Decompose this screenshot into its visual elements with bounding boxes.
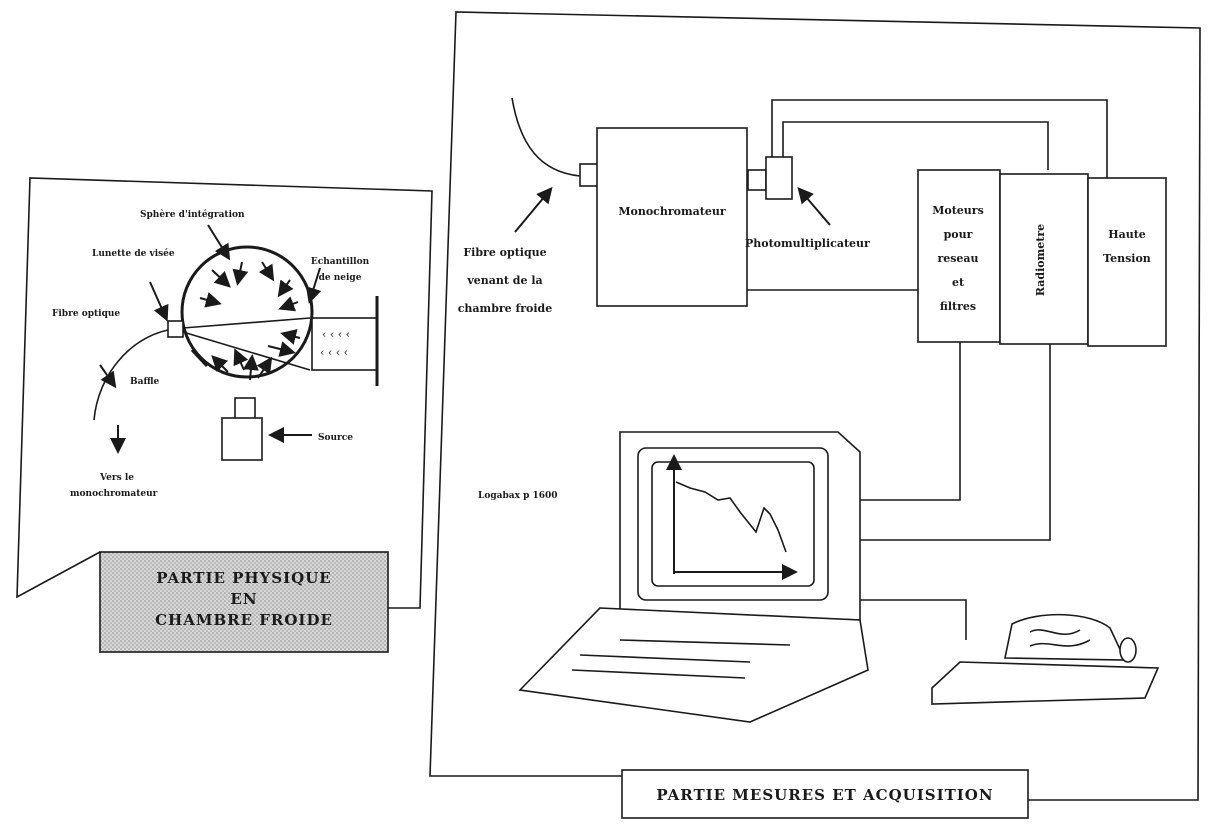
- incoming-fiber: [511, 97, 581, 177]
- sample-pointer: [305, 267, 322, 304]
- label-scope: Lunette de visée: [92, 248, 175, 259]
- label-hv-1: Haute: [1108, 228, 1146, 241]
- label-fiber-line1: Fibre optique: [463, 246, 546, 259]
- label-fiber-line2: venant de la: [466, 274, 542, 287]
- computer: [518, 431, 869, 723]
- label-computer: Logabax p 1600: [478, 491, 558, 501]
- right-panel-frame: [429, 11, 1201, 801]
- printer: [931, 613, 1160, 705]
- label-monochromator: Monochromateur: [618, 205, 726, 218]
- mono-exit-port: [747, 169, 767, 191]
- label-to-mono-line2: monochromateur: [70, 489, 158, 499]
- label-radiometer: Radiometre: [1034, 224, 1047, 296]
- left-title-line-3: CHAMBRE FROIDE: [155, 611, 333, 629]
- label-fiber: Fibre optique: [52, 309, 120, 319]
- wire-radiometer: [782, 121, 1049, 170]
- fiber-port: [579, 163, 599, 187]
- label-motors-5: filtres: [940, 300, 976, 313]
- label-motors-4: et: [952, 276, 965, 289]
- left-title-line-2: EN: [230, 590, 257, 608]
- monochromator-box: [596, 127, 748, 307]
- wire-hv: [771, 99, 1108, 180]
- label-fiber-line3: chambre froide: [458, 302, 553, 315]
- snow-sample: ‹ ‹ ‹ ‹ ‹ ‹ ‹ ‹: [311, 296, 379, 386]
- sphere-pointer: [207, 224, 231, 261]
- label-sample-line2: de neige: [319, 273, 362, 283]
- label-sphere: Sphère d'intégration: [140, 209, 245, 220]
- label-baffle: Baffle: [130, 377, 159, 387]
- label-photomultiplier: Photomultiplicateur: [745, 237, 870, 250]
- internal-rays: [199, 261, 301, 381]
- left-panel-frame: [16, 177, 433, 609]
- svg-text:‹ ‹ ‹ ‹: ‹ ‹ ‹ ‹: [322, 328, 350, 341]
- left-panel: PARTIE PHYSIQUE EN CHAMBRE FROIDE ‹ ‹ ‹ …: [16, 177, 433, 653]
- pm-pointer: [797, 186, 831, 226]
- integrating-sphere: [180, 245, 314, 379]
- label-to-mono-line1: Vers le: [99, 473, 134, 483]
- left-title-box: [99, 551, 389, 653]
- label-source: Source: [318, 433, 353, 443]
- wire-printer: [855, 599, 967, 640]
- scope-port: [167, 320, 184, 338]
- right-title: PARTIE MESURES ET ACQUISITION: [656, 786, 993, 804]
- sight-line-top: [182, 317, 311, 329]
- scope-pointer: [149, 281, 169, 322]
- svg-text:‹ ‹ ‹ ‹: ‹ ‹ ‹ ‹: [320, 346, 348, 359]
- right-panel: PARTIE MESURES ET ACQUISITION Monochroma…: [429, 11, 1201, 819]
- light-source: [221, 397, 263, 461]
- label-sample-line1: Echantillon: [311, 257, 370, 267]
- label-motors-2: pour: [944, 228, 973, 241]
- fiber-pointer: [99, 364, 117, 389]
- label-motors-3: reseau: [937, 252, 978, 265]
- wire-computer-1: [860, 342, 961, 501]
- baffle: [190, 348, 209, 368]
- label-hv-2: Tension: [1103, 252, 1151, 265]
- fiber-pointer-right: [514, 186, 553, 233]
- wire-computer-2: [860, 344, 1051, 541]
- fiber-cable: [93, 329, 169, 421]
- right-title-box: [621, 769, 1029, 819]
- high-voltage-box: [1087, 177, 1167, 347]
- photomultiplier: [765, 156, 793, 200]
- left-title-line-1: PARTIE PHYSIQUE: [156, 569, 331, 587]
- label-motors-1: Moteurs: [932, 204, 984, 217]
